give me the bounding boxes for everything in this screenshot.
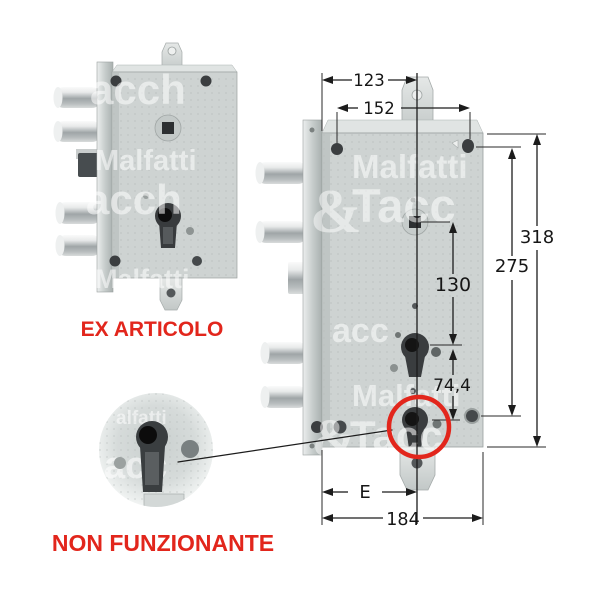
deadbolt-cap xyxy=(260,386,270,408)
deadbolt-cap xyxy=(255,162,265,184)
small-hole xyxy=(181,440,199,458)
watermark-text: Malfatti xyxy=(352,148,468,185)
body-side-shade xyxy=(112,72,119,278)
tab-fragment xyxy=(143,493,185,507)
deadbolt xyxy=(55,87,101,108)
deadbolt xyxy=(257,162,307,184)
dim-275-value: 275 xyxy=(495,256,529,277)
watermark-text: Tacc xyxy=(350,412,443,459)
spindle-hole xyxy=(154,114,182,142)
spindle-hole xyxy=(401,208,429,236)
triangle-mark xyxy=(451,139,459,149)
deadbolt-cap xyxy=(53,87,63,108)
small-hole xyxy=(395,332,401,338)
watermark-text: acch xyxy=(90,66,186,113)
screw-hole xyxy=(462,139,474,153)
dim-152-value: 152 xyxy=(363,99,395,118)
dim-130-value: 130 xyxy=(435,274,471,296)
screw-hole xyxy=(311,421,323,433)
dim-275: 275 xyxy=(495,148,529,416)
screw-hole xyxy=(200,75,212,87)
main-lock-illustration: Malfatti & Tacc acc Malfatti & Tacc xyxy=(255,76,484,491)
deadbolt xyxy=(262,386,307,408)
dim-E-value: E xyxy=(359,482,370,503)
small-hole xyxy=(410,388,416,394)
dim-123: 123 xyxy=(322,71,417,90)
faceplate-screw xyxy=(309,127,315,133)
deadbolt xyxy=(57,202,101,224)
bottom-mount-tab xyxy=(159,277,183,311)
deadbolts-main xyxy=(255,162,307,408)
dim-152: 152 xyxy=(337,99,470,118)
screw-hole xyxy=(331,143,343,155)
screw-hole xyxy=(333,420,347,434)
deadbolt-cap xyxy=(55,202,65,224)
body-top-face xyxy=(321,119,484,134)
small-hole xyxy=(143,193,149,199)
watermark-text: Tacc xyxy=(352,179,456,232)
deadbolt xyxy=(257,221,307,243)
magnifier-detail: alfatti acc xyxy=(99,393,213,507)
callout-line xyxy=(177,429,393,463)
small-hole xyxy=(186,227,194,235)
non-funzionante-label: NON FUNZIONANTE xyxy=(52,530,274,556)
watermark-text: Malfatti xyxy=(95,145,197,177)
screw-hole xyxy=(109,255,121,267)
dim-74-4-value: 74,4 xyxy=(433,376,471,396)
faceplate xyxy=(302,119,323,456)
watermark-text: acc xyxy=(332,312,389,350)
small-hole xyxy=(410,197,416,203)
tab-hole xyxy=(166,288,176,298)
body-texture xyxy=(322,133,483,447)
dim-184: 184 xyxy=(322,510,483,530)
small-hole xyxy=(390,364,398,372)
dim-130: 130 xyxy=(435,222,471,345)
screw-hole xyxy=(110,75,122,87)
old-lock-illustration: acch Malfatti acch Malfatti xyxy=(53,42,238,311)
deadbolt-cap xyxy=(260,342,270,364)
red-callout xyxy=(177,394,452,463)
small-hole xyxy=(114,457,126,469)
watermark-text: acch xyxy=(86,176,182,223)
watermark-left: acch Malfatti acch Malfatti xyxy=(86,66,197,294)
deadbolt xyxy=(262,342,307,364)
keyhole-upper xyxy=(401,333,429,377)
faceplate-screw xyxy=(309,443,315,449)
dim-318: 318 xyxy=(520,134,554,447)
screw-hole xyxy=(192,256,202,266)
keyhole-lower xyxy=(402,407,428,449)
dim-184-value: 184 xyxy=(386,510,419,530)
dim-74-4: 74,4 xyxy=(433,349,471,420)
ex-articolo-label: EX ARTICOLO xyxy=(81,318,224,341)
keyhole-cylinder xyxy=(155,203,181,248)
deadbolt xyxy=(55,121,101,142)
watermark-text: Malfatti xyxy=(95,264,190,294)
tab-hole xyxy=(167,46,177,56)
dimension-annotations: 123 152 318 275 130 74,4 xyxy=(321,71,554,530)
dim-318-value: 318 xyxy=(520,227,554,248)
body-side-shade xyxy=(322,133,330,447)
keyhole-enlarged xyxy=(136,421,168,492)
watermark-amp: & xyxy=(310,178,362,246)
watermark-right: Malfatti & Tacc acc Malfatti & Tacc xyxy=(310,148,468,468)
dim-E: E xyxy=(322,482,417,503)
callout-circle xyxy=(386,394,452,460)
deadbolt-cap xyxy=(53,121,63,142)
deadbolt-cap xyxy=(55,235,65,256)
small-hole xyxy=(431,347,441,357)
deadbolt-cap xyxy=(255,221,265,243)
screw-hole xyxy=(464,408,480,424)
deadbolts-left xyxy=(53,87,101,256)
small-hole xyxy=(432,419,442,429)
dim-123-value: 123 xyxy=(353,71,385,90)
deadbolt xyxy=(57,235,101,256)
